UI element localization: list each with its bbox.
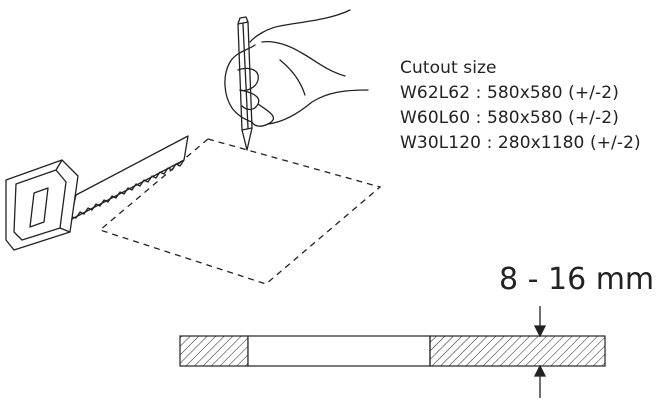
hand-pencil-icon <box>224 9 369 151</box>
thickness-label: 8 - 16 mm <box>499 262 655 297</box>
cutout-size-info: Cutout size W62L62 : 580x580 (+/-2) W60L… <box>400 56 641 156</box>
saw-icon <box>5 135 189 251</box>
countertop-section <box>179 335 606 367</box>
thickness-arrows <box>533 306 547 398</box>
cutout-size-w30l120: W30L120 : 280x1180 (+/-2) <box>400 133 641 153</box>
cutout-size-w60l60: W60L60 : 580x580 (+/-2) <box>400 108 619 128</box>
cutout-size-w62l62: W62L62 : 580x580 (+/-2) <box>400 83 619 103</box>
cutout-size-title: Cutout size <box>400 58 497 78</box>
